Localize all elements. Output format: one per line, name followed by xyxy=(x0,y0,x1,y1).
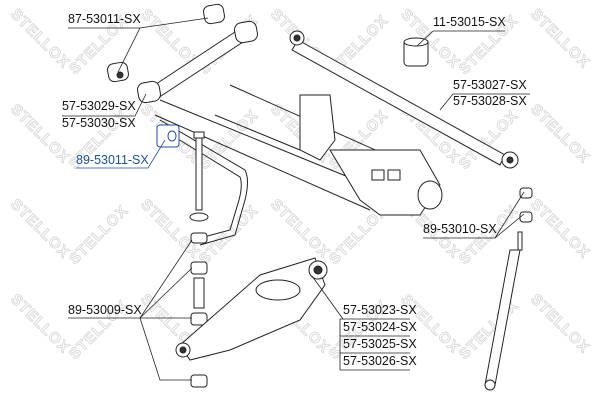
part-label[interactable]: 57-53030-SX xyxy=(62,116,136,130)
part-label[interactable]: 57-53024-SX xyxy=(343,320,417,334)
stabilizer-bushing xyxy=(156,124,180,148)
part-label[interactable]: 57-53023-SX xyxy=(343,303,417,317)
part-label[interactable]: 57-53025-SX xyxy=(343,337,417,351)
part-label[interactable]: 89-53009-SX xyxy=(68,303,142,317)
bump-stop xyxy=(403,37,429,67)
highlight-leader xyxy=(76,139,166,169)
part-label[interactable]: 11-53015-SX xyxy=(433,15,506,29)
lateral-rod xyxy=(289,30,519,169)
lower-control-arm xyxy=(175,257,328,361)
watermark-text: STELLOX xyxy=(66,202,132,268)
part-label-highlighted[interactable]: 89-53011-SX xyxy=(76,153,149,167)
part-label[interactable]: 57-53028-SX xyxy=(453,94,527,108)
watermark-text: STELLOX xyxy=(267,196,333,262)
watermark-text: STELLOX xyxy=(456,297,522,363)
watermark-text: STELLOX xyxy=(196,107,262,173)
upper-control-arm xyxy=(107,3,258,104)
body-frame xyxy=(154,84,443,216)
part-label[interactable]: 57-53027-SX xyxy=(453,78,527,92)
watermark-text: STELLOX xyxy=(137,196,203,262)
stabilizer-bar xyxy=(159,119,248,246)
part-label[interactable]: 57-53029-SX xyxy=(62,99,136,113)
part-label[interactable]: 57-53026-SX xyxy=(343,354,417,368)
part-label[interactable]: 87-53011-SX xyxy=(68,12,141,26)
watermark-text: STELLOX xyxy=(7,6,73,72)
shock-absorber xyxy=(484,187,533,391)
link-bolt xyxy=(189,131,209,388)
watermark-text: STELLOX xyxy=(527,6,593,72)
watermark-text: STELLOX xyxy=(527,291,593,357)
watermark-text: STELLOX xyxy=(7,196,73,262)
leader-lines xyxy=(62,17,530,381)
part-label[interactable]: 89-53010-SX xyxy=(423,222,497,236)
watermark-text: STELLOX xyxy=(7,291,73,357)
watermark-text: STELLOX xyxy=(527,101,593,167)
watermark-text: STELLOX xyxy=(527,196,593,262)
